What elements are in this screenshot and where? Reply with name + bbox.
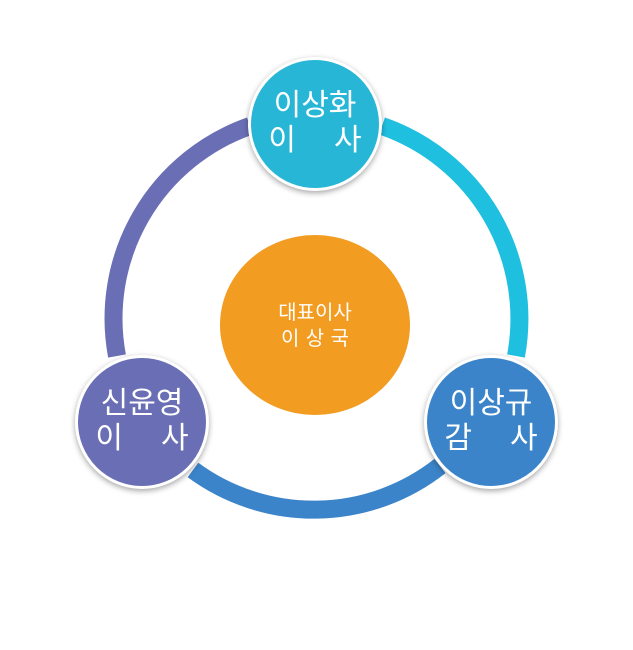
node-role: 이 사: [95, 421, 189, 456]
center-name: 이 상 국: [281, 326, 349, 350]
director-node-top: 이상화 이 사: [248, 57, 382, 191]
ring-arc-right: [379, 117, 529, 358]
center-title: 대표이사: [278, 300, 352, 324]
node-role: 감 사: [444, 421, 538, 456]
ring-arc-left: [104, 117, 253, 358]
node-name: 신윤영: [100, 386, 184, 421]
director-node-left: 신윤영 이 사: [75, 355, 209, 489]
node-name: 이상규: [449, 386, 533, 421]
node-name: 이상화: [273, 88, 357, 123]
ring-arc-bottom: [187, 458, 446, 519]
node-role: 이 사: [268, 123, 362, 158]
auditor-node-right: 이상규 감 사: [424, 355, 558, 489]
ceo-node-center: 대표이사 이 상 국: [220, 235, 410, 415]
